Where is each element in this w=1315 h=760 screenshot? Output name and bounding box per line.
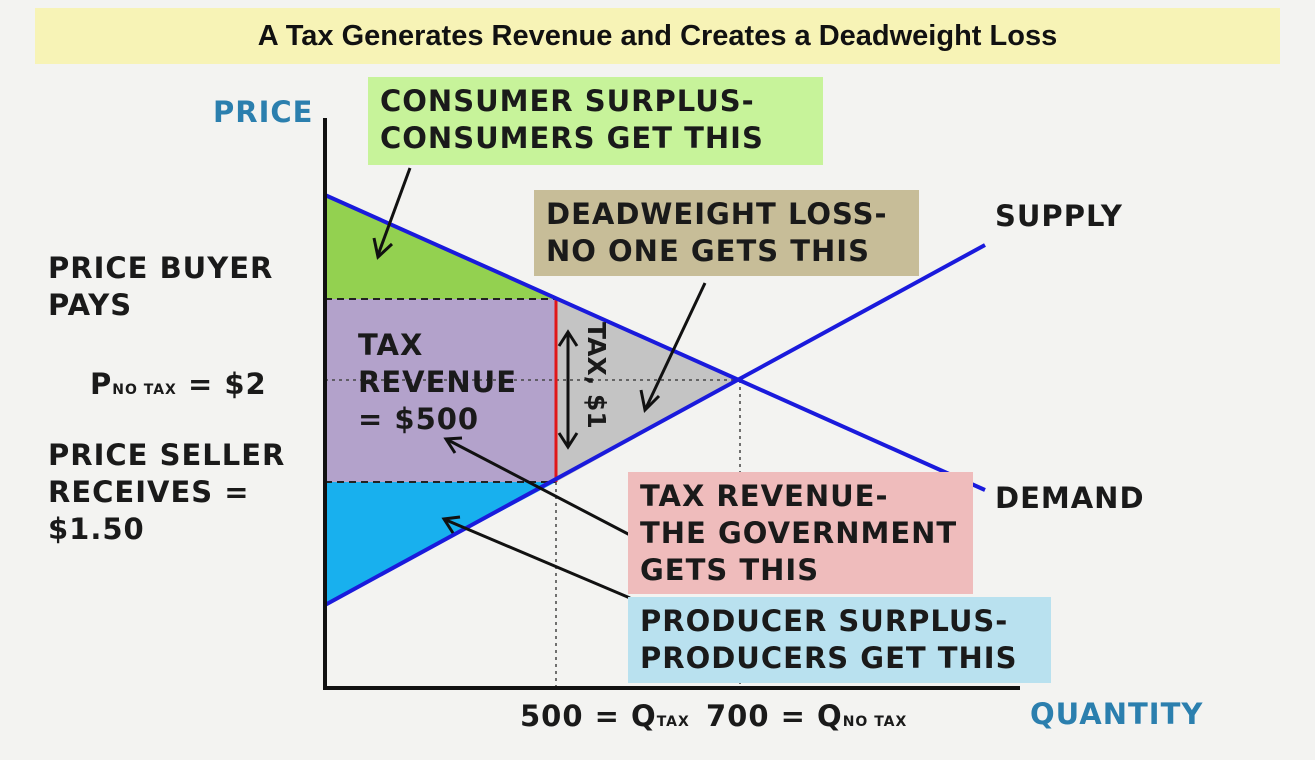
tax-revenue-region [325,299,556,482]
tax-wedge-label: TAX, $1 [582,322,611,429]
x-axis-label: QUANTITY [1030,697,1204,731]
p-no-tax-label: PNO TAX = $2 [90,366,267,409]
tax-revenue-callout: TAX REVENUE- THE GOVERNMENT GETS THIS [628,472,973,594]
tax-revenue-region-line3: = $500 [358,402,480,436]
tax-revenue-region-line2: REVENUE [358,365,518,399]
demand-curve [324,193,986,492]
seller-price-label-line3: $1.50 [48,512,145,546]
tax-double-arrow [557,329,579,450]
producer-surplus-callout: PRODUCER SURPLUS- PRODUCERS GET THIS [628,597,1051,683]
q-no-tax-q: Q [817,699,843,733]
tax-revenue-region-line1: TAX [358,328,424,362]
supply-curve [324,243,986,607]
deadweight-loss-region [556,299,740,482]
p-no-tax-sub: NO TAX [112,382,177,398]
title-bar: A Tax Generates Revenue and Creates a De… [35,8,1280,64]
tax-revenue-callout-line2: THE GOVERNMENT [640,516,958,550]
q-no-tax-tick-label: 700 = QNO TAX [706,698,907,741]
p-no-tax-p: P [90,367,113,401]
supply-label: SUPPLY [995,199,1123,233]
q-tax-sub: TAX [656,714,690,730]
consumer-surplus-callout-line1: CONSUMER SURPLUS- [380,84,755,118]
deadweight-loss-callout-line1: DEADWEIGHT LOSS- [546,197,888,231]
producer-surplus-callout-line1: PRODUCER SURPLUS- [640,604,1009,638]
tax-revenue-callout-line3: GETS THIS [640,553,820,587]
y-axis-label: PRICE [213,95,314,129]
deadweight-loss-callout-line2: NO ONE GETS THIS [546,234,870,268]
seller-price-label-line1: PRICE SELLER [48,438,286,472]
consumer-surplus-callout-line2: CONSUMERS GET THIS [380,121,764,155]
q-tax-q: Q [631,699,657,733]
buyer-price-label-line1: PRICE BUYER [48,251,274,285]
callout-arrows [372,167,707,600]
q-no-tax-sub: NO TAX [842,714,908,730]
producer-surplus-callout-line2: PRODUCERS GET THIS [640,641,1018,675]
p-no-tax-value: = $2 [187,367,267,401]
tax-revenue-callout-line1: TAX REVENUE- [640,479,889,513]
buyer-price-label-line2: PAYS [48,288,133,322]
seller-price-label-line2: RECEIVES = [48,475,250,509]
consumer-surplus-callout: CONSUMER SURPLUS- CONSUMERS GET THIS [368,77,823,165]
page-title: A Tax Generates Revenue and Creates a De… [257,19,1058,52]
q-no-tax-value: 700 = [706,699,806,733]
q-tax-value: 500 = [520,699,620,733]
q-tax-tick-label: 500 = QTAX [520,698,690,741]
deadweight-loss-callout: DEADWEIGHT LOSS- NO ONE GETS THIS [534,190,919,276]
demand-label: DEMAND [995,481,1145,515]
